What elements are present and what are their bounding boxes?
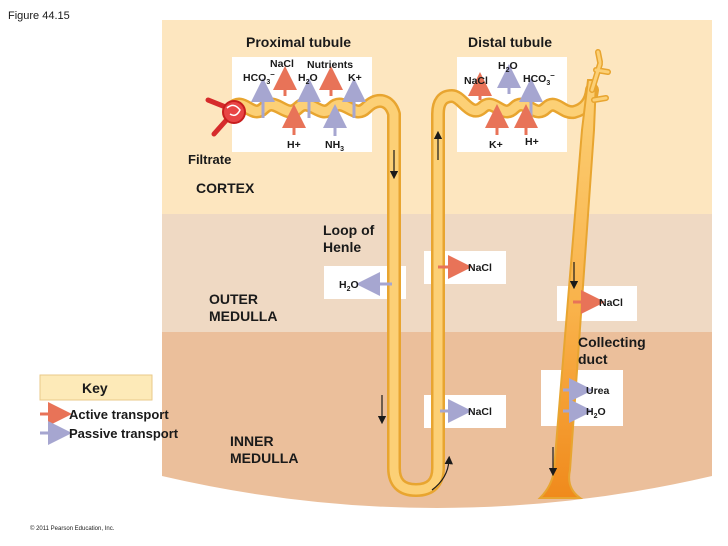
loop-of-henle-label-line2: Henle bbox=[323, 239, 361, 255]
proximal-h2o-label: H2O bbox=[298, 72, 318, 86]
distal-arrows bbox=[468, 64, 543, 135]
distal-h2o-label: H2O bbox=[498, 60, 518, 74]
duct-urea-h2o-box bbox=[541, 370, 623, 426]
proximal-hco3-label: HCO3– bbox=[243, 70, 275, 86]
inner-medulla-label-line2: MEDULLA bbox=[230, 450, 298, 466]
key-title-box bbox=[39, 374, 153, 401]
proximal-h-label: H+ bbox=[287, 139, 301, 151]
proximal-k-label: K+ bbox=[348, 72, 362, 84]
distal-nacl-label: NaCl bbox=[464, 75, 488, 87]
outer-medulla-label-line1: OUTER bbox=[209, 291, 258, 307]
copyright-notice: © 2011 Pearson Education, Inc. bbox=[30, 525, 115, 532]
figure-label: Figure 44.15 bbox=[8, 10, 70, 22]
proximal-nacl-label: NaCl bbox=[270, 58, 294, 70]
outer-medulla-label-line2: MEDULLA bbox=[209, 308, 277, 324]
inner-medulla-label-line1: INNER bbox=[230, 433, 274, 449]
loop-arrows bbox=[356, 255, 472, 423]
active-transport-label: Active transport bbox=[69, 407, 169, 422]
key-legend: Key Active transport Passive transport bbox=[39, 374, 179, 445]
duct-arrows bbox=[563, 290, 605, 423]
proximal-nutrients-label: Nutrients bbox=[307, 59, 353, 71]
distal-h-label: H+ bbox=[525, 136, 539, 148]
loop-nacl-inner-label: NaCl bbox=[468, 406, 492, 418]
duct-h2o-label: H2O bbox=[586, 406, 606, 420]
loop-of-henle-label-line1: Loop of bbox=[323, 222, 375, 238]
duct-urea-label: Urea bbox=[586, 385, 610, 397]
cortex-label: CORTEX bbox=[196, 180, 255, 196]
loop-nacl-outer-label: NaCl bbox=[468, 262, 492, 274]
filtrate-label: Filtrate bbox=[188, 152, 231, 167]
glomerulus bbox=[205, 97, 246, 137]
duct-nacl-label: NaCl bbox=[599, 297, 623, 309]
distal-tubule-title: Distal tubule bbox=[468, 34, 552, 50]
proximal-tubule-title: Proximal tubule bbox=[246, 34, 351, 50]
collecting-duct-label-line1: Collecting bbox=[578, 334, 646, 350]
distal-k-label: K+ bbox=[489, 139, 503, 151]
distal-hco3-label: HCO3– bbox=[523, 71, 555, 87]
collecting-duct-label-line2: duct bbox=[578, 351, 608, 367]
proximal-nh3-label: NH3 bbox=[325, 139, 344, 153]
passive-transport-label: Passive transport bbox=[69, 426, 179, 441]
proximal-arrows bbox=[251, 66, 366, 136]
loop-h2o-label: H2O bbox=[339, 279, 359, 293]
flow-arrows bbox=[377, 130, 579, 491]
key-title: Key bbox=[82, 380, 108, 396]
